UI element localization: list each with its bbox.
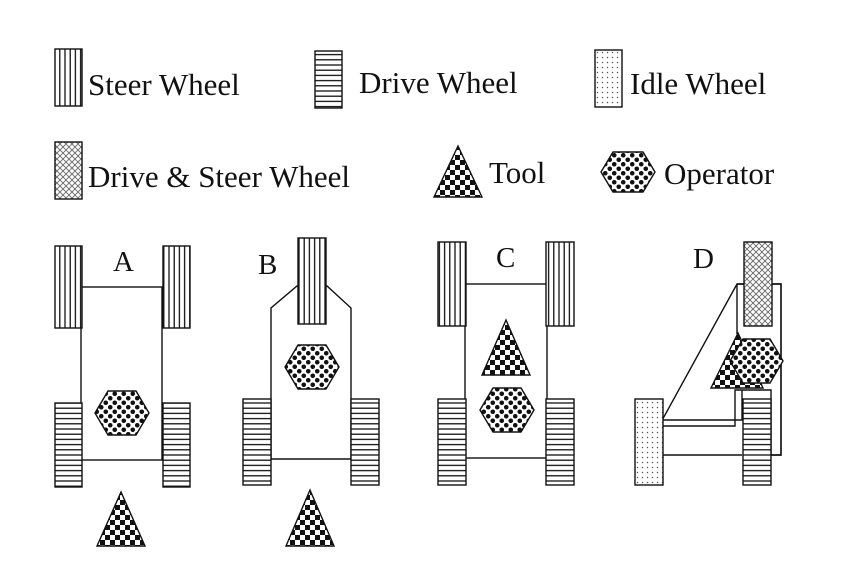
drive-wheel-c-left [437,398,467,486]
configuration-label-a: A [113,246,134,278]
steer-wheel-a-left [54,245,83,329]
operator-hexagon-icon [600,151,656,193]
configuration-d [634,241,784,486]
legend-label-drive-steer-wheel: Drive & Steer Wheel [88,159,350,194]
legend-label-tool: Tool [489,155,545,190]
tool-c-triangle-icon [480,318,532,376]
drive-steer-wheel-swatch-icon [54,141,83,200]
drive-wheel-c-right [545,398,575,486]
legend-label-steer-wheel: Steer Wheel [88,67,240,102]
configuration-label-d: D [693,243,714,275]
drive-wheel-d [742,398,772,486]
drive-wheel-a-left [54,402,83,488]
configuration-a [54,245,191,547]
legend-idle-wheel [594,49,623,108]
configuration-label-b: B [258,249,277,281]
idle-wheel-d [634,398,664,486]
tool-a-triangle-icon [95,490,147,547]
operator-d-hexagon-icon [729,338,784,384]
idle-wheel-swatch-icon [594,49,623,108]
steer-wheel-b-front [297,237,327,325]
steer-wheel-c-left [437,241,467,327]
legend-steer-wheel [54,48,83,107]
legend-drive-steer-wheel [54,141,83,200]
chassis-d-outline [662,283,782,456]
drive-steer-wheel-d [743,241,773,327]
legend-label-idle-wheel: Idle Wheel [630,66,766,101]
tool-b-triangle-icon [284,488,336,547]
drive-wheel-swatch-icon [314,50,343,109]
configuration-c [437,241,575,486]
configuration-label-c: C [496,242,515,274]
drive-wheel-a-right [162,402,191,488]
operator-b-hexagon-icon [284,344,340,390]
legend-drive-wheel [314,50,343,109]
steer-wheel-swatch-icon [54,48,83,107]
legend [54,48,656,200]
operator-a-hexagon-icon [94,390,150,436]
steer-wheel-a-right [162,245,191,329]
operator-c-hexagon-icon [479,387,535,433]
configuration-b [242,237,380,547]
steer-wheel-c-right [545,241,575,327]
tool-triangle-icon [432,144,484,198]
legend-label-operator: Operator [664,156,775,191]
drive-wheel-b-left [242,398,272,486]
legend-label-drive-wheel: Drive Wheel [359,65,518,100]
legend-operator [600,151,656,193]
legend-tool [432,144,484,198]
drive-wheel-b-right [350,398,380,486]
